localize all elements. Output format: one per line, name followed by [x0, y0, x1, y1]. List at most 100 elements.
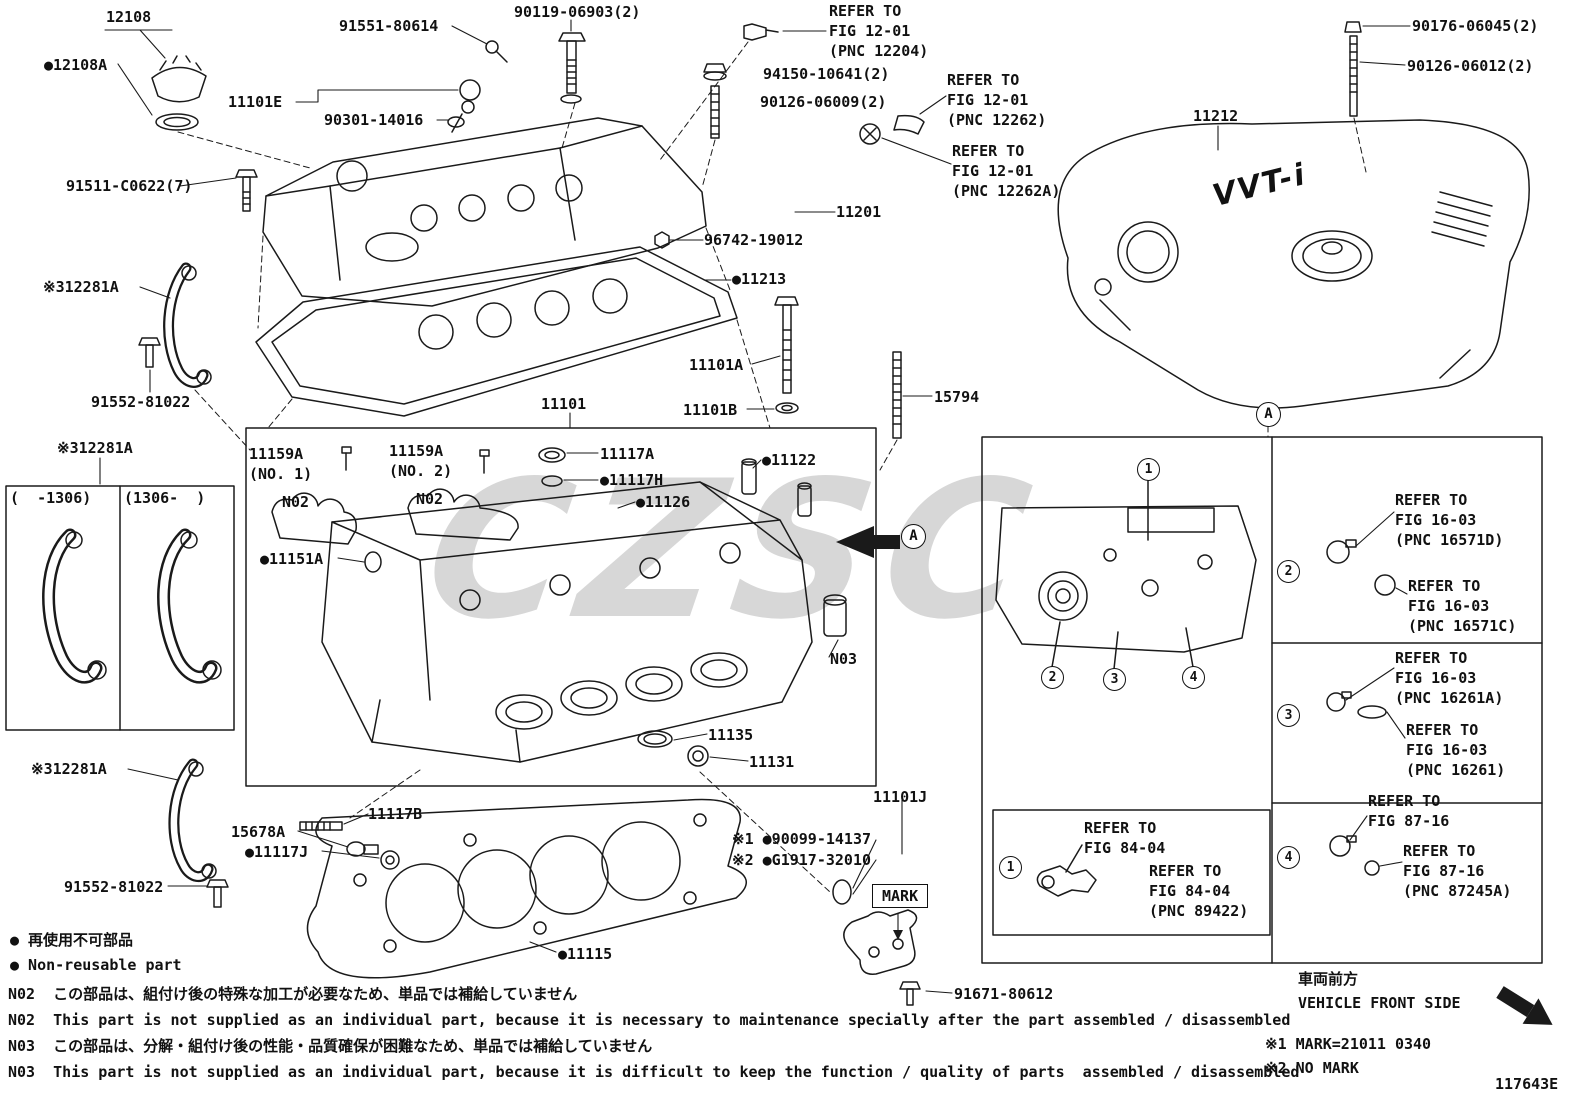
legend-n03-jp: N03 この部品は、分解・組付け後の性能・品質確保が困難なため、単品では補給して…	[8, 1037, 653, 1055]
refer-fig87-16-pnc87245a[interactable]: REFER TO FIG 87-16 (PNC 87245A)	[1403, 842, 1512, 900]
vehicle-front-jp: 車両前方	[1298, 970, 1359, 988]
callout-g1917-32010[interactable]: ※2 ●G1917-32010	[732, 851, 871, 869]
callout-91671-80612[interactable]: 91671-80612	[954, 985, 1054, 1003]
panel-marker-2-drawing: 2	[1041, 666, 1064, 689]
callout-11117a[interactable]: 11117A	[600, 445, 655, 463]
callout-90119-06903[interactable]: 90119-06903(2)	[514, 3, 641, 21]
view-marker-a-main: A	[901, 524, 926, 549]
legend-n03-en: N03 This part is not supplied as an indi…	[8, 1063, 1300, 1081]
callout-91511-c0622[interactable]: 91511-C0622(7)	[66, 177, 193, 195]
range-label-new: (1306- )	[124, 489, 206, 507]
hanger-top-drawing	[163, 262, 212, 388]
refer-fig84-04[interactable]: REFER TO FIG 84-04	[1084, 819, 1166, 857]
oil-filler-cap-drawing	[151, 55, 207, 131]
callout-11159a-no2[interactable]: 11159A (NO. 2)	[389, 442, 453, 480]
callout-12108[interactable]: 12108	[106, 8, 152, 26]
hanger-comparison-box	[5, 485, 235, 731]
footnote-mark-1: ※1 MARK=21011 0340	[1265, 1035, 1432, 1053]
callout-11201[interactable]: 11201	[836, 203, 882, 221]
legend-nonreusable-jp: ● 再使用不可部品	[10, 931, 134, 949]
engine-cover-drawing	[1057, 119, 1530, 409]
callout-90126-06009[interactable]: 90126-06009(2)	[760, 93, 887, 111]
callout-11101e[interactable]: 11101E	[228, 93, 283, 111]
callout-12108a[interactable]: ●12108A	[44, 56, 108, 74]
legend-nonreusable-en: ● Non-reusable part	[10, 956, 182, 974]
callout-11122[interactable]: ●11122	[762, 451, 817, 469]
hanger-old-drawing	[42, 528, 107, 684]
callout-11213[interactable]: ●11213	[732, 270, 787, 288]
callout-91552-81022-bottom[interactable]: 91552-81022	[64, 878, 164, 896]
head-gasket-drawing	[306, 798, 747, 979]
callout-90099-14137[interactable]: ※1 ●90099-14137	[732, 830, 871, 848]
direction-arrows	[836, 526, 1553, 1025]
leader-lines	[99, 19, 1411, 994]
callout-11126[interactable]: ●11126	[636, 493, 691, 511]
cylinder-head-frame-box	[245, 427, 877, 787]
fastener-drawings	[138, 21, 1362, 1006]
callout-15794[interactable]: 15794	[934, 388, 980, 406]
callout-11101[interactable]: 11101	[541, 395, 587, 413]
callout-11115[interactable]: ●11115	[558, 945, 613, 963]
callout-91551-80614[interactable]: 91551-80614	[339, 17, 439, 35]
refer-fig16-03-pnc16571d[interactable]: REFER TO FIG 16-03 (PNC 16571D)	[1395, 491, 1504, 549]
valve-cover-gasket-drawing	[255, 246, 738, 417]
refer-fig12-01-pnc12262[interactable]: REFER TO FIG 12-01 (PNC 12262)	[947, 71, 1047, 129]
callout-11117h[interactable]: ●11117H	[600, 471, 664, 489]
callout-11101b[interactable]: 11101B	[683, 401, 738, 419]
callout-90126-06012[interactable]: 90126-06012(2)	[1407, 57, 1534, 75]
panel-marker-1-drawing: 1	[1137, 458, 1160, 481]
panel-head-end-view	[995, 480, 1257, 670]
callout-11135[interactable]: 11135	[708, 726, 754, 744]
legend-n02-jp: N02 この部品は、組付け後の特殊な加工が必要なため、単品では補給していません	[8, 985, 578, 1003]
hanger-bottom-drawing	[168, 758, 217, 882]
range-label-old: ( -1306)	[10, 489, 92, 507]
callout-11159a-no1[interactable]: 11159A (NO. 1)	[249, 445, 313, 483]
callout-11117b[interactable]: 11117B	[368, 805, 423, 823]
panel-sensor-drawing	[1036, 844, 1097, 897]
callout-11101j[interactable]: 11101J	[873, 788, 928, 806]
detail-panel-box	[981, 436, 1543, 964]
refer-fig12-01-pnc12262a[interactable]: REFER TO FIG 12-01 (PNC 12262A)	[952, 142, 1061, 200]
mark-box: MARK	[872, 884, 929, 908]
refer-fig16-03-pnc16571c[interactable]: REFER TO FIG 16-03 (PNC 16571C)	[1408, 577, 1517, 635]
projection-lines	[177, 41, 1367, 893]
view-marker-a-panel: A	[1256, 402, 1281, 427]
camshaft-cap-drawings	[271, 488, 519, 545]
footnote-mark-2: ※2 NO MARK	[1265, 1059, 1359, 1077]
panel-marker-3-cell: 3	[1277, 704, 1300, 727]
callout-12281a-bottom[interactable]: ※312281A	[31, 760, 107, 778]
callout-11131[interactable]: 11131	[749, 753, 795, 771]
note-n02-b: N02	[416, 490, 444, 508]
panel-clamp-icons	[1326, 539, 1396, 876]
callout-12281a-top[interactable]: ※312281A	[43, 278, 119, 296]
panel-marker-4-drawing: 4	[1182, 666, 1205, 689]
refer-fig16-03-pnc16261[interactable]: REFER TO FIG 16-03 (PNC 16261)	[1406, 721, 1506, 779]
vehicle-front-en: VEHICLE FRONT SIDE	[1298, 994, 1461, 1012]
callout-11212[interactable]: 11212	[1193, 107, 1239, 125]
callout-90301-14016[interactable]: 90301-14016	[324, 111, 424, 129]
callout-11101a[interactable]: 11101A	[689, 356, 744, 374]
refer-fig16-03-pnc16261a[interactable]: REFER TO FIG 16-03 (PNC 16261A)	[1395, 649, 1504, 707]
callout-12281a-mid[interactable]: ※312281A	[57, 439, 133, 457]
panel-marker-4-cell: 4	[1277, 846, 1300, 869]
callout-11117j[interactable]: ●11117J	[245, 843, 309, 861]
legend-n02-en: N02 This part is not supplied as an indi…	[8, 1011, 1291, 1029]
callout-94150-10641[interactable]: 94150-10641(2)	[763, 65, 890, 83]
note-n03: N03	[830, 650, 858, 668]
panel-marker-2-cell: 2	[1277, 560, 1300, 583]
refer-fig84-04-pnc89422[interactable]: REFER TO FIG 84-04 (PNC 89422)	[1149, 862, 1249, 920]
callout-91552-81022-top[interactable]: 91552-81022	[91, 393, 191, 411]
refer-fig87-16[interactable]: REFER TO FIG 87-16	[1368, 792, 1450, 830]
refer-fig12-01-pnc12204[interactable]: REFER TO FIG 12-01 (PNC 12204)	[829, 2, 929, 60]
note-n02-a: N02	[282, 493, 310, 511]
panel-marker-3-drawing: 3	[1103, 668, 1126, 691]
figure-code: 117643E	[1495, 1075, 1559, 1093]
callout-96742-19012[interactable]: 96742-19012	[704, 231, 804, 249]
hanger-new-drawing	[157, 528, 222, 684]
callout-90176-06045[interactable]: 90176-06045(2)	[1412, 17, 1539, 35]
cylinder-head-drawing	[321, 481, 813, 763]
callout-11151a[interactable]: ●11151A	[260, 550, 324, 568]
callout-15678a[interactable]: 15678A	[231, 823, 286, 841]
